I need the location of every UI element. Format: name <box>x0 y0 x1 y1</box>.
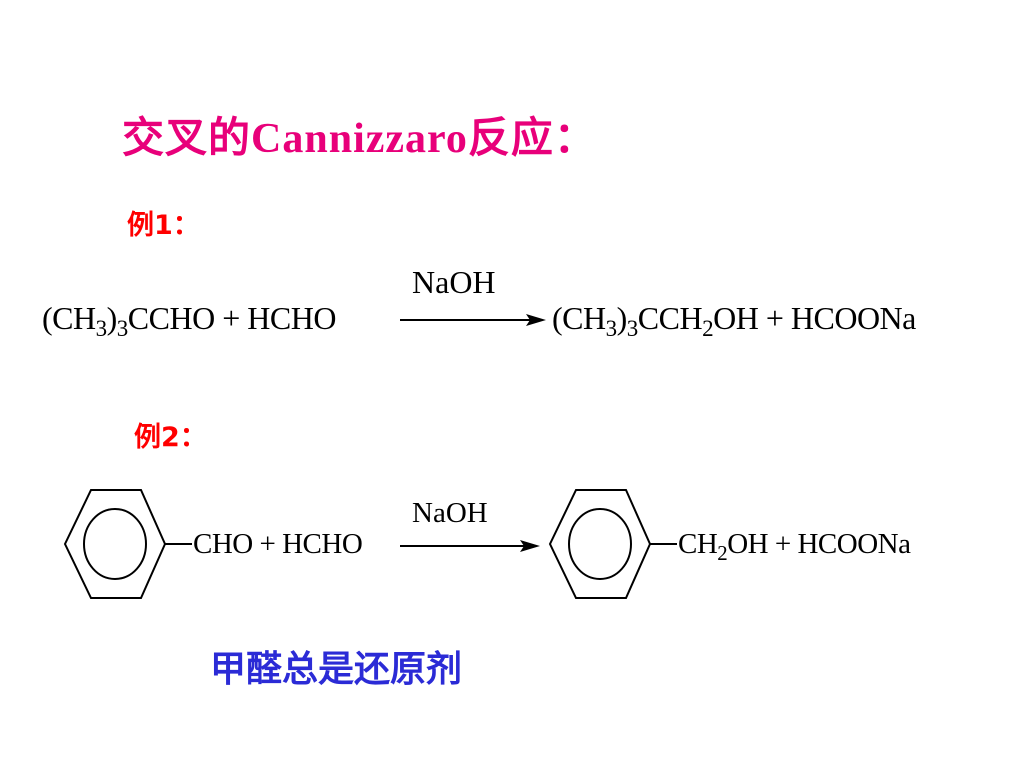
example2-label: 例2： <box>134 422 207 453</box>
ex2-reactant1-group: CHO <box>193 528 253 560</box>
example1-reagent: NaOH <box>412 264 496 300</box>
ex2-plus2: + <box>768 528 798 560</box>
ex2-product1: CH2OH <box>678 528 769 565</box>
title-reaction-name: Cannizzaro <box>251 116 468 162</box>
slide-title: 交叉的Cannizzaro反应： <box>122 104 597 165</box>
example2-reaction-arrow <box>400 540 540 552</box>
conclusion-note: 甲醛总是还原剂 <box>210 649 463 690</box>
title-prefix: 交叉的 <box>122 113 252 162</box>
ex1-plus1: + <box>214 300 248 336</box>
ex1-product2: HCOONa <box>790 300 916 336</box>
example2-reactants: CHO + HCHO <box>193 528 363 561</box>
benzene-ring-product-icon <box>548 489 677 599</box>
example2-products: CH2OH + HCOONa <box>678 528 911 565</box>
example1-reaction-arrow <box>400 314 546 326</box>
example1-label: 例1： <box>127 210 200 241</box>
ex2-plus1: + <box>252 528 283 560</box>
example1-reactants: (CH3)3CCHO + HCHO <box>42 300 336 342</box>
example2-reagent: NaOH <box>412 497 488 529</box>
ex2-product2: HCOONa <box>797 528 911 560</box>
title-suffix: 反应： <box>467 113 597 162</box>
benzene-ring-reactant-icon <box>63 489 192 599</box>
example1-products: (CH3)3CCH2OH + HCOONa <box>552 300 916 342</box>
ex1-reactant1: (CH3)3CCHO <box>42 300 215 342</box>
ex2-reactant2: HCHO <box>282 528 363 560</box>
ex1-plus2: + <box>758 300 791 336</box>
ex1-reactant2: HCHO <box>247 300 336 336</box>
ex1-product1: (CH3)3CCH2OH <box>552 300 759 342</box>
